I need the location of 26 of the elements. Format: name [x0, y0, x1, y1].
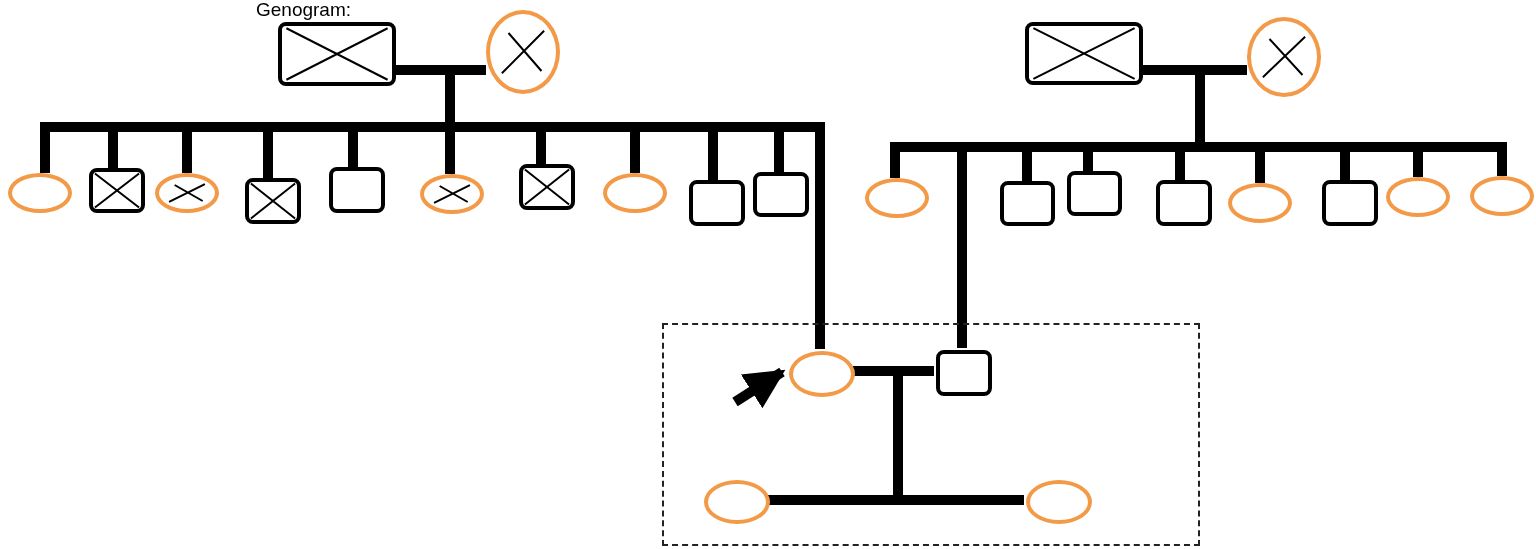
circle-symbol [704, 480, 770, 524]
crossed-square-symbol [245, 178, 301, 224]
square-symbol [1000, 181, 1055, 226]
circle-symbol [603, 173, 667, 213]
circle-symbol [8, 173, 72, 213]
crossed-circle-symbol [155, 173, 219, 213]
crossed-square-symbol [278, 22, 396, 86]
crossed-square-symbol [519, 164, 575, 210]
title: Genogram: [256, 0, 352, 20]
square-symbol [753, 172, 809, 217]
circle-symbol [1026, 480, 1092, 524]
circle-symbol [1386, 177, 1450, 217]
dashed-frame [662, 323, 1200, 546]
circle-symbol [865, 178, 929, 218]
square-symbol [1067, 171, 1122, 216]
crossed-square-symbol [89, 168, 145, 213]
crossed-square-symbol [1025, 22, 1143, 85]
arrow [732, 367, 786, 409]
square-symbol [689, 180, 745, 226]
circle-symbol [1228, 183, 1292, 223]
circle-symbol [1470, 176, 1534, 216]
square-symbol [1156, 180, 1212, 226]
crossed-circle-symbol [420, 174, 484, 214]
square-symbol [329, 167, 385, 213]
square-symbol [1322, 180, 1378, 226]
square-symbol [936, 350, 992, 396]
